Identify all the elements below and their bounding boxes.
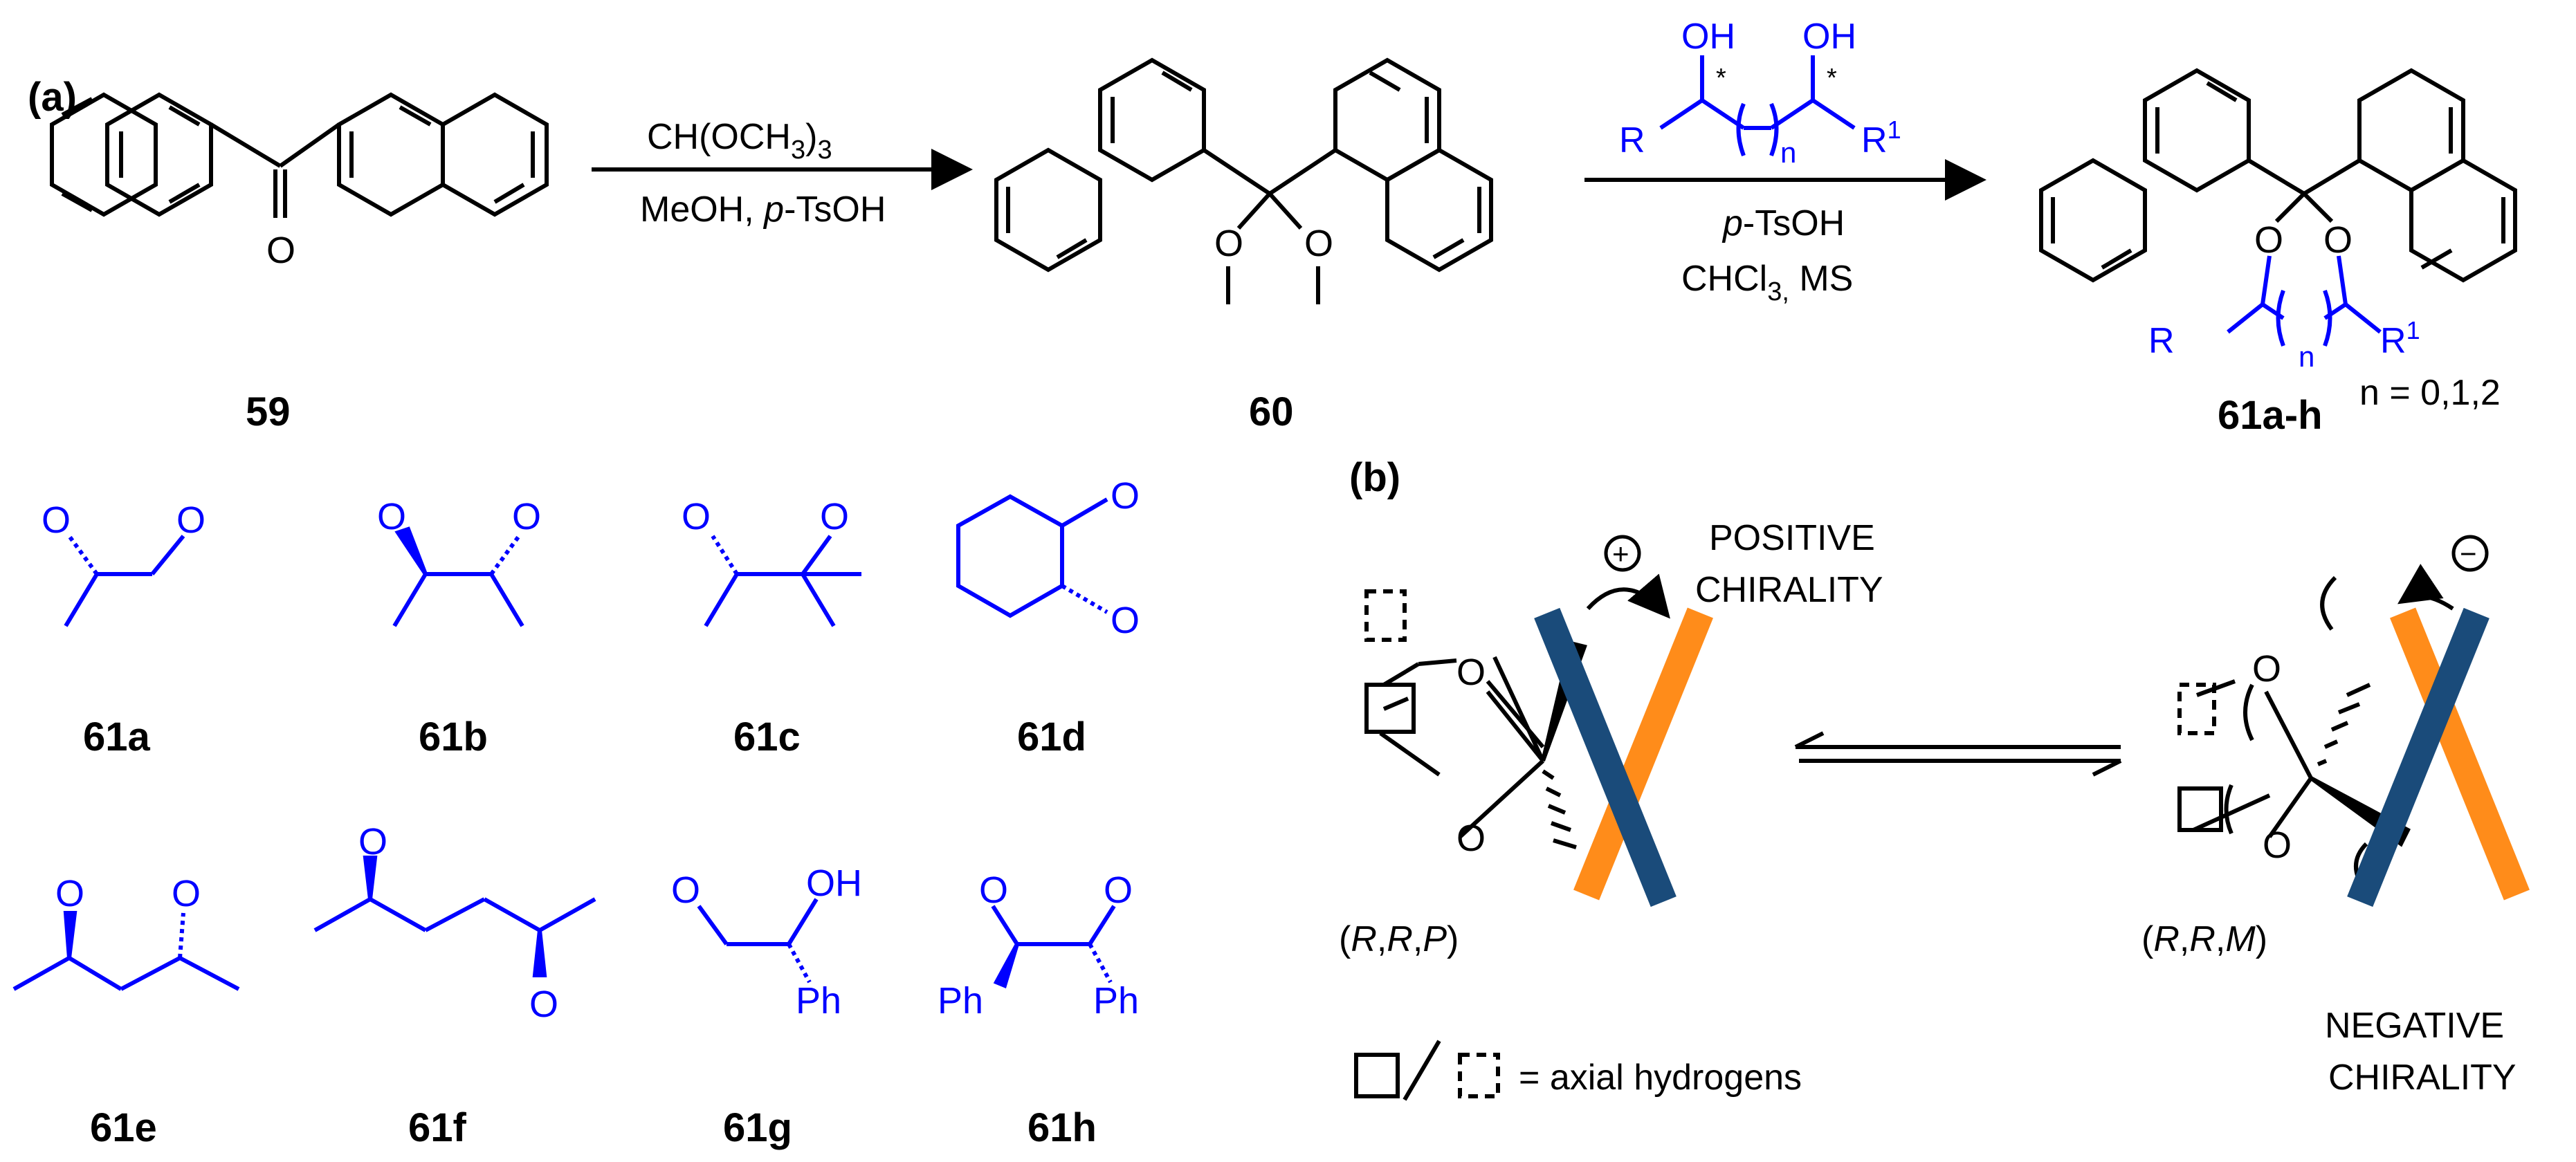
right-hash-bond <box>2317 683 2371 766</box>
acetal-oxygen-left: O <box>2254 219 2283 261</box>
diol-61h-o-right: O <box>1104 869 1133 911</box>
diol-61b-structure <box>392 526 524 627</box>
diol-61h-ph-left: Ph <box>938 980 983 1022</box>
diol-n-label: n <box>1780 136 1796 169</box>
carbonyl-oxygen: O <box>266 230 295 271</box>
diol-61b-label: 61b <box>419 714 488 759</box>
diol-61e-structure <box>12 911 240 991</box>
negative-sign-circle <box>2451 535 2489 572</box>
diol-61d-structure <box>956 494 1108 618</box>
diol-61h-o-left: O <box>979 869 1008 911</box>
negative-rotation-arrow <box>2397 564 2454 611</box>
step1-reagent-bottom: MeOH, p-TsOH <box>640 190 886 230</box>
positive-sign: + <box>1612 537 1629 570</box>
axial-hydrogen-legend <box>1354 1040 1500 1101</box>
diol-61e-o-left: O <box>55 873 84 914</box>
compound-59-label: 59 <box>246 389 291 434</box>
compound-59-structure <box>50 92 549 218</box>
negative-label-line1: NEGATIVE <box>2325 1006 2504 1046</box>
n-values-label: n = 0,1,2 <box>2359 373 2501 413</box>
step2-reagent-line2: CHCl3, MS <box>1681 259 1853 306</box>
diol-61c-label: 61c <box>733 714 801 759</box>
left-navy-bar <box>1534 607 1677 907</box>
diol-61f-label: 61f <box>408 1105 467 1150</box>
diol-61f-o-top: O <box>358 821 387 863</box>
right-oxygen-bottom: O <box>2263 824 2292 866</box>
positive-label-line2: CHIRALITY <box>1695 570 1883 610</box>
generic-diol-structure <box>1659 55 1856 157</box>
positive-rotation-arrow <box>1586 573 1670 619</box>
diol-61a-o-right: O <box>176 499 205 541</box>
ketal-oxygen-right: O <box>1304 223 1333 264</box>
diol-61h-structure <box>991 905 1116 989</box>
panel-b-label: (b) <box>1349 455 1400 500</box>
diol-61c-o-right: O <box>820 496 849 537</box>
negative-label-line2: CHIRALITY <box>2328 1058 2516 1098</box>
equilibrium-arrows <box>1794 731 2122 777</box>
diol-61a-label: 61a <box>83 714 151 759</box>
positive-label-line1: POSITIVE <box>1709 518 1875 558</box>
acetal-oxygen-right: O <box>2323 219 2353 261</box>
diol-stereo-star-left: * <box>1716 64 1726 93</box>
compound-61-ring <box>2227 255 2382 347</box>
diol-61b-o-right: O <box>512 496 541 537</box>
step2-reagent-line1: p-TsOH <box>1721 203 1845 243</box>
diol-61f-o-bottom: O <box>529 984 558 1025</box>
diol-61b-o-left: O <box>377 496 406 537</box>
positive-sign-circle <box>1604 535 1641 572</box>
left-orange-bar <box>1573 607 1713 901</box>
product-r1-label: R1 <box>2380 316 2420 361</box>
diol-61f-structure <box>313 856 596 977</box>
negative-sign: − <box>2460 537 2477 570</box>
diol-61g-ph: Ph <box>796 980 841 1022</box>
diol-61e-o-right: O <box>172 873 201 914</box>
compound-60-structure <box>994 57 1493 304</box>
diol-61d-o-bottom: O <box>1111 600 1140 641</box>
ketal-oxygen-left: O <box>1214 223 1243 264</box>
compound-61-label: 61a-h <box>2218 393 2323 438</box>
left-hash-bond <box>1542 769 1577 849</box>
diol-61d-label: 61d <box>1017 714 1086 759</box>
diol-61c-o-left: O <box>682 496 711 537</box>
diol-stereo-star-right: * <box>1827 64 1837 93</box>
left-oxygen-bottom: O <box>1456 818 1486 859</box>
diol-61a-structure <box>64 535 185 627</box>
right-oxygen-top: O <box>2252 648 2281 690</box>
diol-61a-o-left: O <box>42 499 71 541</box>
product-n-label: n <box>2299 340 2314 373</box>
diol-61g-oh: OH <box>806 863 862 904</box>
diol-61g-structure <box>697 898 819 984</box>
diol-oh-left: OH <box>1681 17 1735 57</box>
diol-61g-o: O <box>671 869 700 911</box>
diol-61c-structure <box>704 535 861 627</box>
step1-reagent-top: CH(OCH3)3 <box>647 117 832 165</box>
compound-60-label: 60 <box>1249 389 1294 434</box>
right-config-label: (R,R,M) <box>2141 919 2267 959</box>
diol-61e-label: 61e <box>90 1105 157 1150</box>
left-config-label: (R,R,P) <box>1339 919 1459 959</box>
left-oxygen-top: O <box>1456 652 1486 693</box>
right-orange-bar <box>2390 607 2530 901</box>
diol-61d-o-top: O <box>1111 475 1140 517</box>
legend-text: = axial hydrogens <box>1519 1058 1802 1098</box>
right-navy-bar <box>2347 607 2490 907</box>
diol-r-label: R <box>1619 120 1645 160</box>
diol-oh-right: OH <box>1802 17 1856 57</box>
diol-61g-label: 61g <box>723 1105 792 1150</box>
product-r-label: R <box>2148 321 2175 361</box>
diol-61h-ph-right: Ph <box>1093 980 1139 1022</box>
diol-61h-label: 61h <box>1027 1105 1097 1150</box>
diol-r1-label: R1 <box>1861 116 1901 160</box>
compound-61-structure <box>2039 68 2517 283</box>
